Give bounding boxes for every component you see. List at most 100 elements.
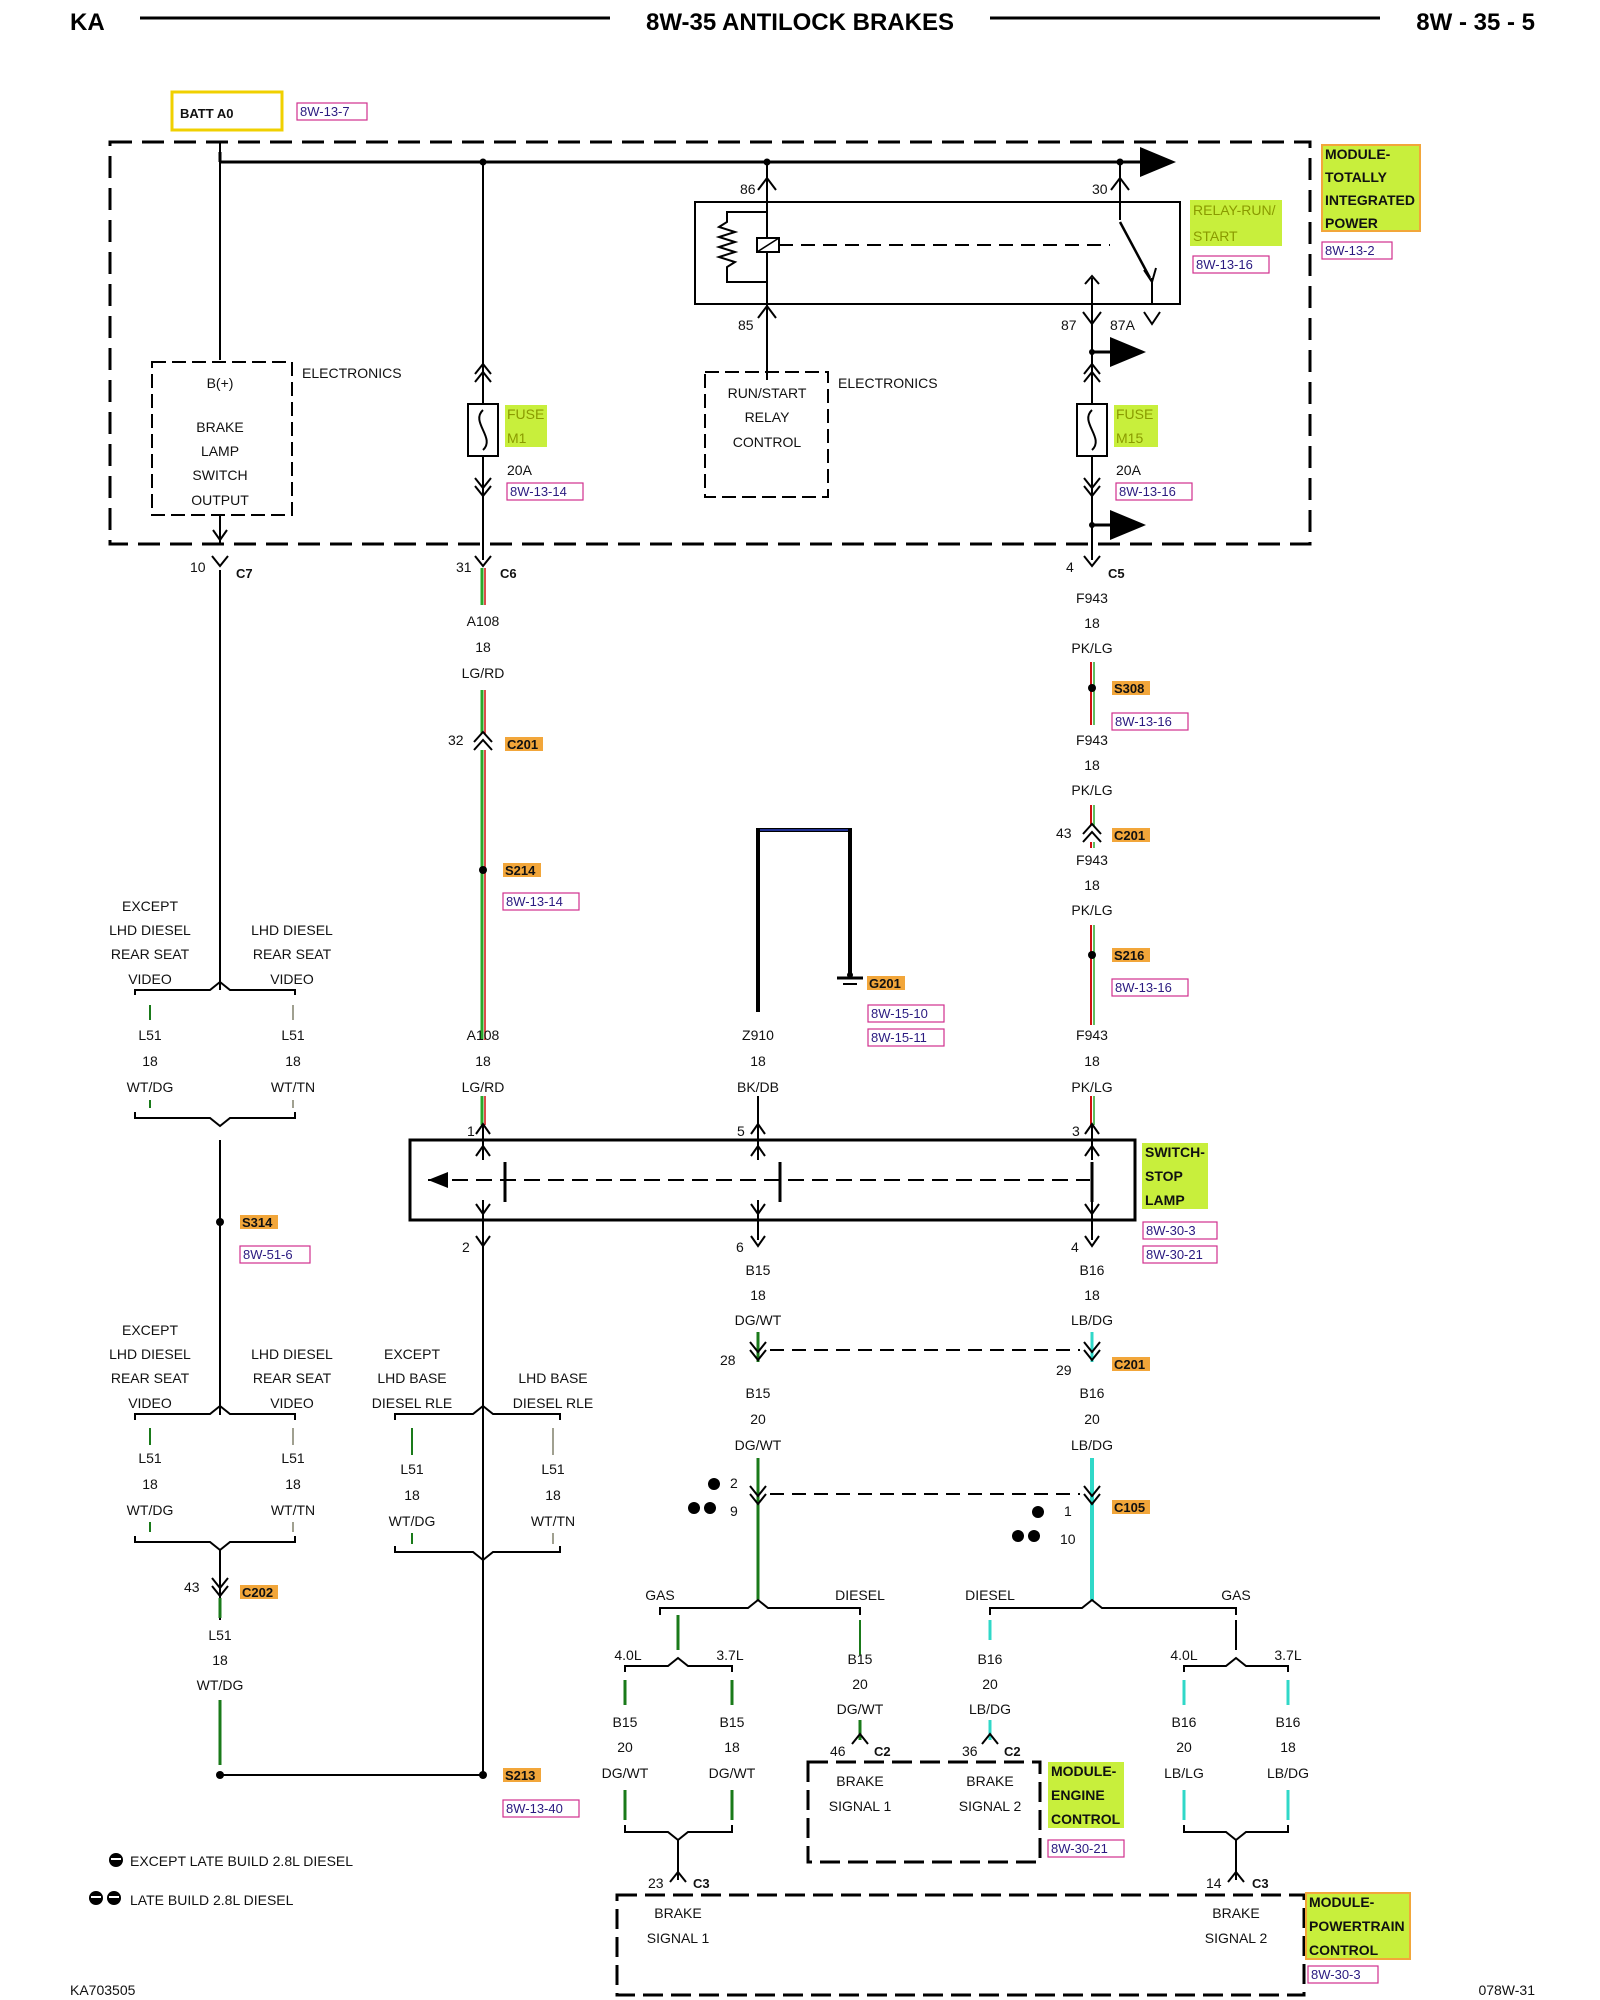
svg-text:18: 18 xyxy=(1084,1287,1100,1303)
svg-text:86: 86 xyxy=(740,181,756,197)
svg-text:B16: B16 xyxy=(1080,1262,1105,1278)
svg-text:SIGNAL 2: SIGNAL 2 xyxy=(959,1798,1022,1814)
svg-text:A108: A108 xyxy=(467,1027,500,1043)
svg-text:10: 10 xyxy=(190,559,206,575)
svg-text:B15: B15 xyxy=(848,1651,873,1667)
wire-b16-18: B16 18 LB/DG xyxy=(1071,1262,1113,1362)
svg-text:OUTPUT: OUTPUT xyxy=(191,492,249,508)
svg-text:20A: 20A xyxy=(507,462,533,478)
svg-text:BRAKE: BRAKE xyxy=(196,419,243,435)
wire-b15-18: B15 18 DG/WT xyxy=(735,1262,782,1362)
svg-text:43: 43 xyxy=(184,1579,200,1595)
svg-text:20: 20 xyxy=(1176,1739,1192,1755)
svg-text:REAR SEAT: REAR SEAT xyxy=(253,1370,332,1386)
svg-text:PK/LG: PK/LG xyxy=(1071,782,1112,798)
svg-text:LAMP: LAMP xyxy=(1145,1192,1185,1208)
svg-text:B15: B15 xyxy=(613,1714,638,1730)
battery-source: BATT A0 8W-13-7 xyxy=(170,90,368,132)
svg-text:L51: L51 xyxy=(281,1450,305,1466)
page-number: 8W - 35 - 5 xyxy=(1416,9,1535,36)
svg-text:M15: M15 xyxy=(1116,430,1143,446)
svg-text:10: 10 xyxy=(1060,1531,1076,1547)
svg-text:M1: M1 xyxy=(507,430,527,446)
svg-text:LG/RD: LG/RD xyxy=(462,1079,505,1095)
svg-text:LB/DG: LB/DG xyxy=(1071,1437,1113,1453)
svg-text:WT/DG: WT/DG xyxy=(389,1513,436,1529)
svg-text:20: 20 xyxy=(852,1676,868,1692)
svg-text:MODULE-: MODULE- xyxy=(1051,1763,1117,1779)
svg-text:8W-13-16: 8W-13-16 xyxy=(1115,980,1172,995)
svg-text:PK/LG: PK/LG xyxy=(1071,1079,1112,1095)
svg-text:LHD DIESEL: LHD DIESEL xyxy=(251,1346,333,1362)
svg-text:F943: F943 xyxy=(1076,1027,1108,1043)
svg-text:C2: C2 xyxy=(874,1744,891,1759)
svg-text:WT/DG: WT/DG xyxy=(127,1502,174,1518)
svg-text:POWERTRAIN: POWERTRAIN xyxy=(1309,1918,1405,1934)
svg-text:B16: B16 xyxy=(1172,1714,1197,1730)
svg-text:18: 18 xyxy=(724,1739,740,1755)
svg-text:MODULE-: MODULE- xyxy=(1309,1894,1375,1910)
svg-text:18: 18 xyxy=(475,1053,491,1069)
svg-text:RELAY: RELAY xyxy=(745,409,791,425)
svg-text:18: 18 xyxy=(1084,757,1100,773)
svg-text:C6: C6 xyxy=(500,566,517,581)
svg-text:LAMP: LAMP xyxy=(201,443,239,459)
svg-text:L51: L51 xyxy=(281,1027,305,1043)
svg-text:FUSE: FUSE xyxy=(507,406,544,422)
relay-run-start: 86 30 85 87 87A xyxy=(694,162,1181,380)
svg-text:8W-30-3: 8W-30-3 xyxy=(1311,1967,1361,1982)
stop-lamp-label: SWITCH- STOP LAMP 8W-30-3 8W-30-21 xyxy=(1142,1143,1218,1264)
svg-text:F943: F943 xyxy=(1076,732,1108,748)
svg-text:8W-13-40: 8W-13-40 xyxy=(506,1801,563,1816)
svg-text:FUSE: FUSE xyxy=(1116,406,1153,422)
svg-text:C201: C201 xyxy=(1114,828,1145,843)
svg-text:ENGINE: ENGINE xyxy=(1051,1787,1105,1803)
connector-c6: 31 C6 xyxy=(456,555,517,581)
svg-text:LHD DIESEL: LHD DIESEL xyxy=(109,922,191,938)
svg-text:8W-30-3: 8W-30-3 xyxy=(1146,1223,1196,1238)
svg-text:8W-13-16: 8W-13-16 xyxy=(1119,484,1176,499)
svg-text:S214: S214 xyxy=(505,863,536,878)
svg-text:START: START xyxy=(1193,228,1238,244)
svg-text:GAS: GAS xyxy=(1221,1587,1251,1603)
svg-text:S216: S216 xyxy=(1114,948,1144,963)
svg-text:20A: 20A xyxy=(1116,462,1142,478)
svg-text:EXCEPT: EXCEPT xyxy=(122,898,178,914)
svg-text:LHD BASE: LHD BASE xyxy=(377,1370,446,1386)
svg-text:1: 1 xyxy=(1064,1503,1072,1519)
svg-text:S308: S308 xyxy=(1114,681,1144,696)
svg-text:EXCEPT LATE BUILD 2.8L DIESEL: EXCEPT LATE BUILD 2.8L DIESEL xyxy=(130,1853,353,1869)
svg-text:DG/WT: DG/WT xyxy=(709,1765,756,1781)
svg-text:LB/LG: LB/LG xyxy=(1164,1765,1204,1781)
svg-text:4: 4 xyxy=(1066,559,1074,575)
svg-text:3: 3 xyxy=(1072,1123,1080,1139)
svg-text:WT/DG: WT/DG xyxy=(197,1677,244,1693)
svg-text:VIDEO: VIDEO xyxy=(270,971,314,987)
fuse-m15: FUSE M15 20A 8W-13-16 xyxy=(1076,362,1193,560)
late-build-icon xyxy=(688,1478,720,1514)
svg-text:B16: B16 xyxy=(1080,1385,1105,1401)
except-late-build-icon xyxy=(109,1853,123,1867)
svg-text:S213: S213 xyxy=(505,1768,535,1783)
svg-text:C7: C7 xyxy=(236,566,253,581)
wire-l51-to-c202: EXCEPT LHD DIESEL REAR SEAT VIDEO LHD DI… xyxy=(109,1322,487,1779)
svg-text:87: 87 xyxy=(1061,317,1077,333)
svg-text:20: 20 xyxy=(982,1676,998,1692)
svg-text:BRAKE: BRAKE xyxy=(836,1773,883,1789)
svg-text:18: 18 xyxy=(475,639,491,655)
connector-c5: 4 C5 xyxy=(1066,555,1125,581)
svg-text:A108: A108 xyxy=(467,613,500,629)
footer-right: 078W-31 xyxy=(1478,1982,1535,1998)
svg-text:18: 18 xyxy=(285,1053,301,1069)
svg-text:B15: B15 xyxy=(720,1714,745,1730)
svg-text:23: 23 xyxy=(648,1875,664,1891)
svg-text:8W-15-11: 8W-15-11 xyxy=(871,1030,927,1045)
wire-b16-20: B16 20 LB/DG xyxy=(1071,1385,1113,1600)
svg-text:20: 20 xyxy=(1084,1411,1100,1427)
svg-text:REAR SEAT: REAR SEAT xyxy=(111,946,190,962)
relay-label: RELAY-RUN/ START 8W-13-16 xyxy=(1190,200,1282,274)
page-header: KA 8W-35 ANTILOCK BRAKES 8W - 35 - 5 xyxy=(70,9,1535,36)
svg-text:VIDEO: VIDEO xyxy=(128,971,172,987)
connector-c202: 43 C202 xyxy=(184,1577,278,1618)
